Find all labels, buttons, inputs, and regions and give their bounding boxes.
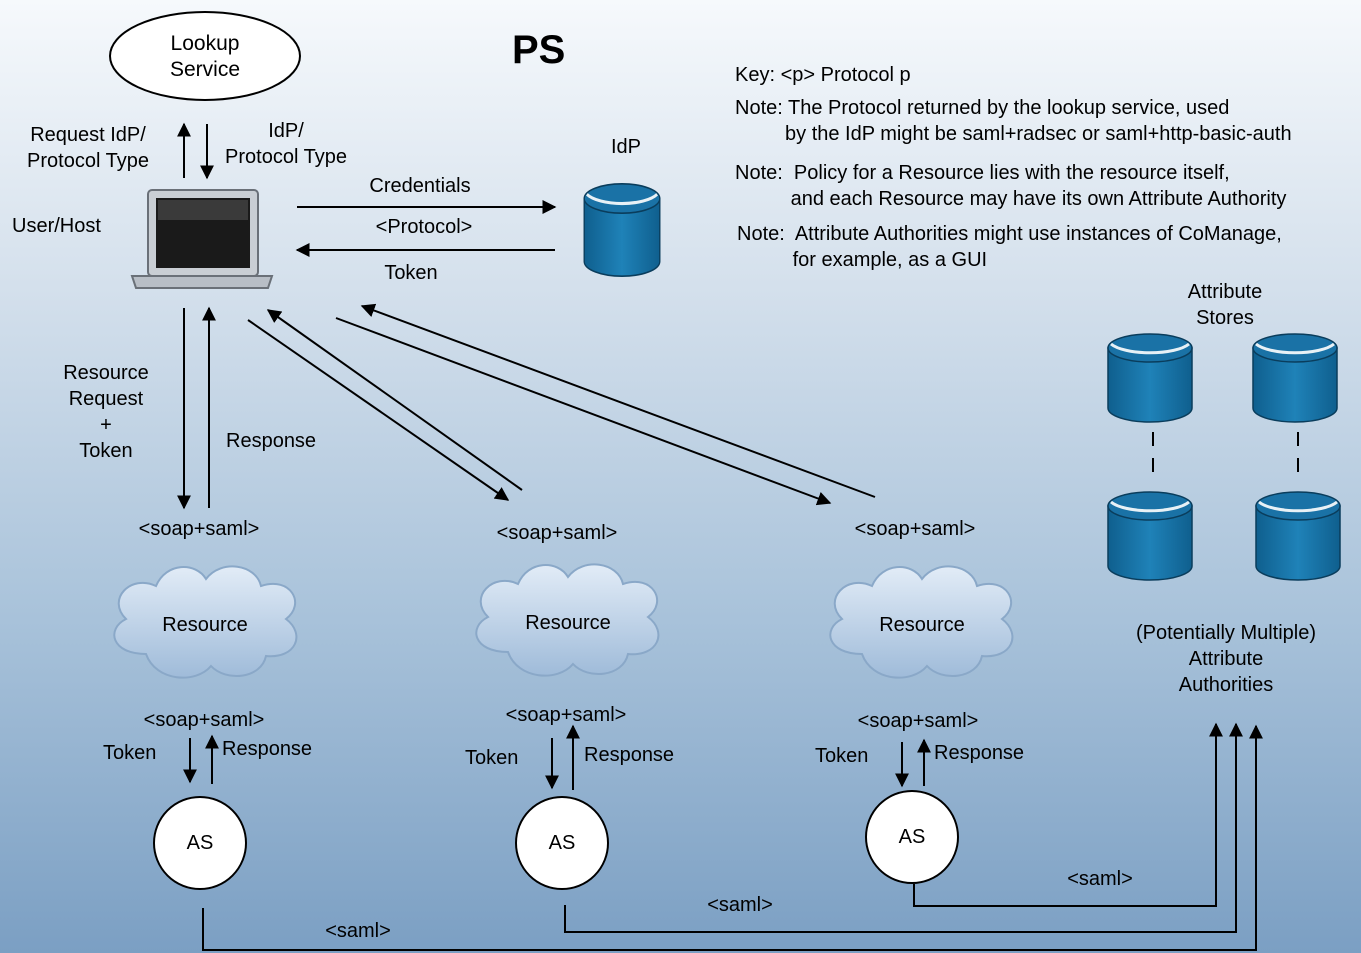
attribute-store-icon [1254, 490, 1342, 582]
idp-cylinder-icon [582, 182, 662, 278]
as-label: AS [898, 826, 926, 848]
resource-label: Resource [162, 614, 248, 636]
laptop-icon [130, 189, 274, 289]
attribute-store-icon [1251, 332, 1339, 424]
note-comanage: Note: Attribute Authorities might use in… [737, 223, 1282, 271]
credentials-label: Credentials [369, 175, 471, 197]
attribute-store-icon [1106, 490, 1194, 582]
token-label: Token [103, 742, 157, 764]
response-arrow-3 [360, 303, 876, 498]
request-arrow-3 [335, 317, 832, 506]
response-label: Response [934, 742, 1025, 764]
token-label: Token [465, 747, 519, 769]
idp-label: IdP [610, 136, 642, 158]
response-arrow-2 [266, 309, 523, 491]
lookup-service-ellipse [109, 11, 301, 101]
protocol-label: <Protocol> [375, 216, 473, 238]
as-label: AS [548, 832, 576, 854]
saml-connector-2 [564, 722, 1243, 933]
attribute-stores-label: Attribute Stores [1187, 281, 1263, 329]
soap-saml-label: <soap+saml> [496, 522, 618, 544]
user-host-label: User/Host [12, 215, 101, 237]
saml-label: <saml> [707, 894, 773, 916]
soap-saml-label: <soap+saml> [857, 710, 979, 732]
lookup-service-label: Lookup Service [169, 32, 241, 81]
request-arrow-2 [247, 319, 510, 501]
as-circle [515, 796, 609, 890]
as-circle [865, 790, 959, 884]
attribute-store-icon [1106, 332, 1194, 424]
response-label: Response [226, 430, 317, 452]
saml-connector-3 [913, 722, 1223, 907]
note-policy: Note: Policy for a Resource lies with th… [735, 162, 1287, 210]
saml-label: <saml> [1067, 868, 1133, 890]
token-label: Token [384, 262, 438, 284]
as-label: AS [186, 832, 214, 854]
as-circle [153, 796, 247, 890]
response-label: Response [584, 744, 675, 766]
note-protocol: Note: The Protocol returned by the looku… [735, 97, 1292, 145]
soap-saml-label: <soap+saml> [854, 518, 976, 540]
idp-protocol-type-label: IdP/ Protocol Type [225, 120, 347, 168]
saml-connector-1 [202, 724, 1263, 951]
resource-label: Resource [879, 614, 965, 636]
request-idp-label: Request IdP/ Protocol Type [27, 124, 149, 172]
token-label: Token [815, 745, 869, 767]
attribute-authorities-label: (Potentially Multiple) Attribute Authori… [1135, 622, 1317, 696]
saml-label: <saml> [325, 920, 391, 942]
page-title: PS [512, 28, 566, 72]
soap-saml-label: <soap+saml> [138, 518, 260, 540]
response-label: Response [222, 738, 313, 760]
resource-request-label: Resource Request + Token [63, 362, 149, 462]
resource-label: Resource [525, 612, 611, 634]
soap-saml-label: <soap+saml> [505, 704, 627, 726]
soap-saml-label: <soap+saml> [143, 709, 265, 731]
key-protocol: Key: <p> Protocol p [735, 64, 911, 86]
